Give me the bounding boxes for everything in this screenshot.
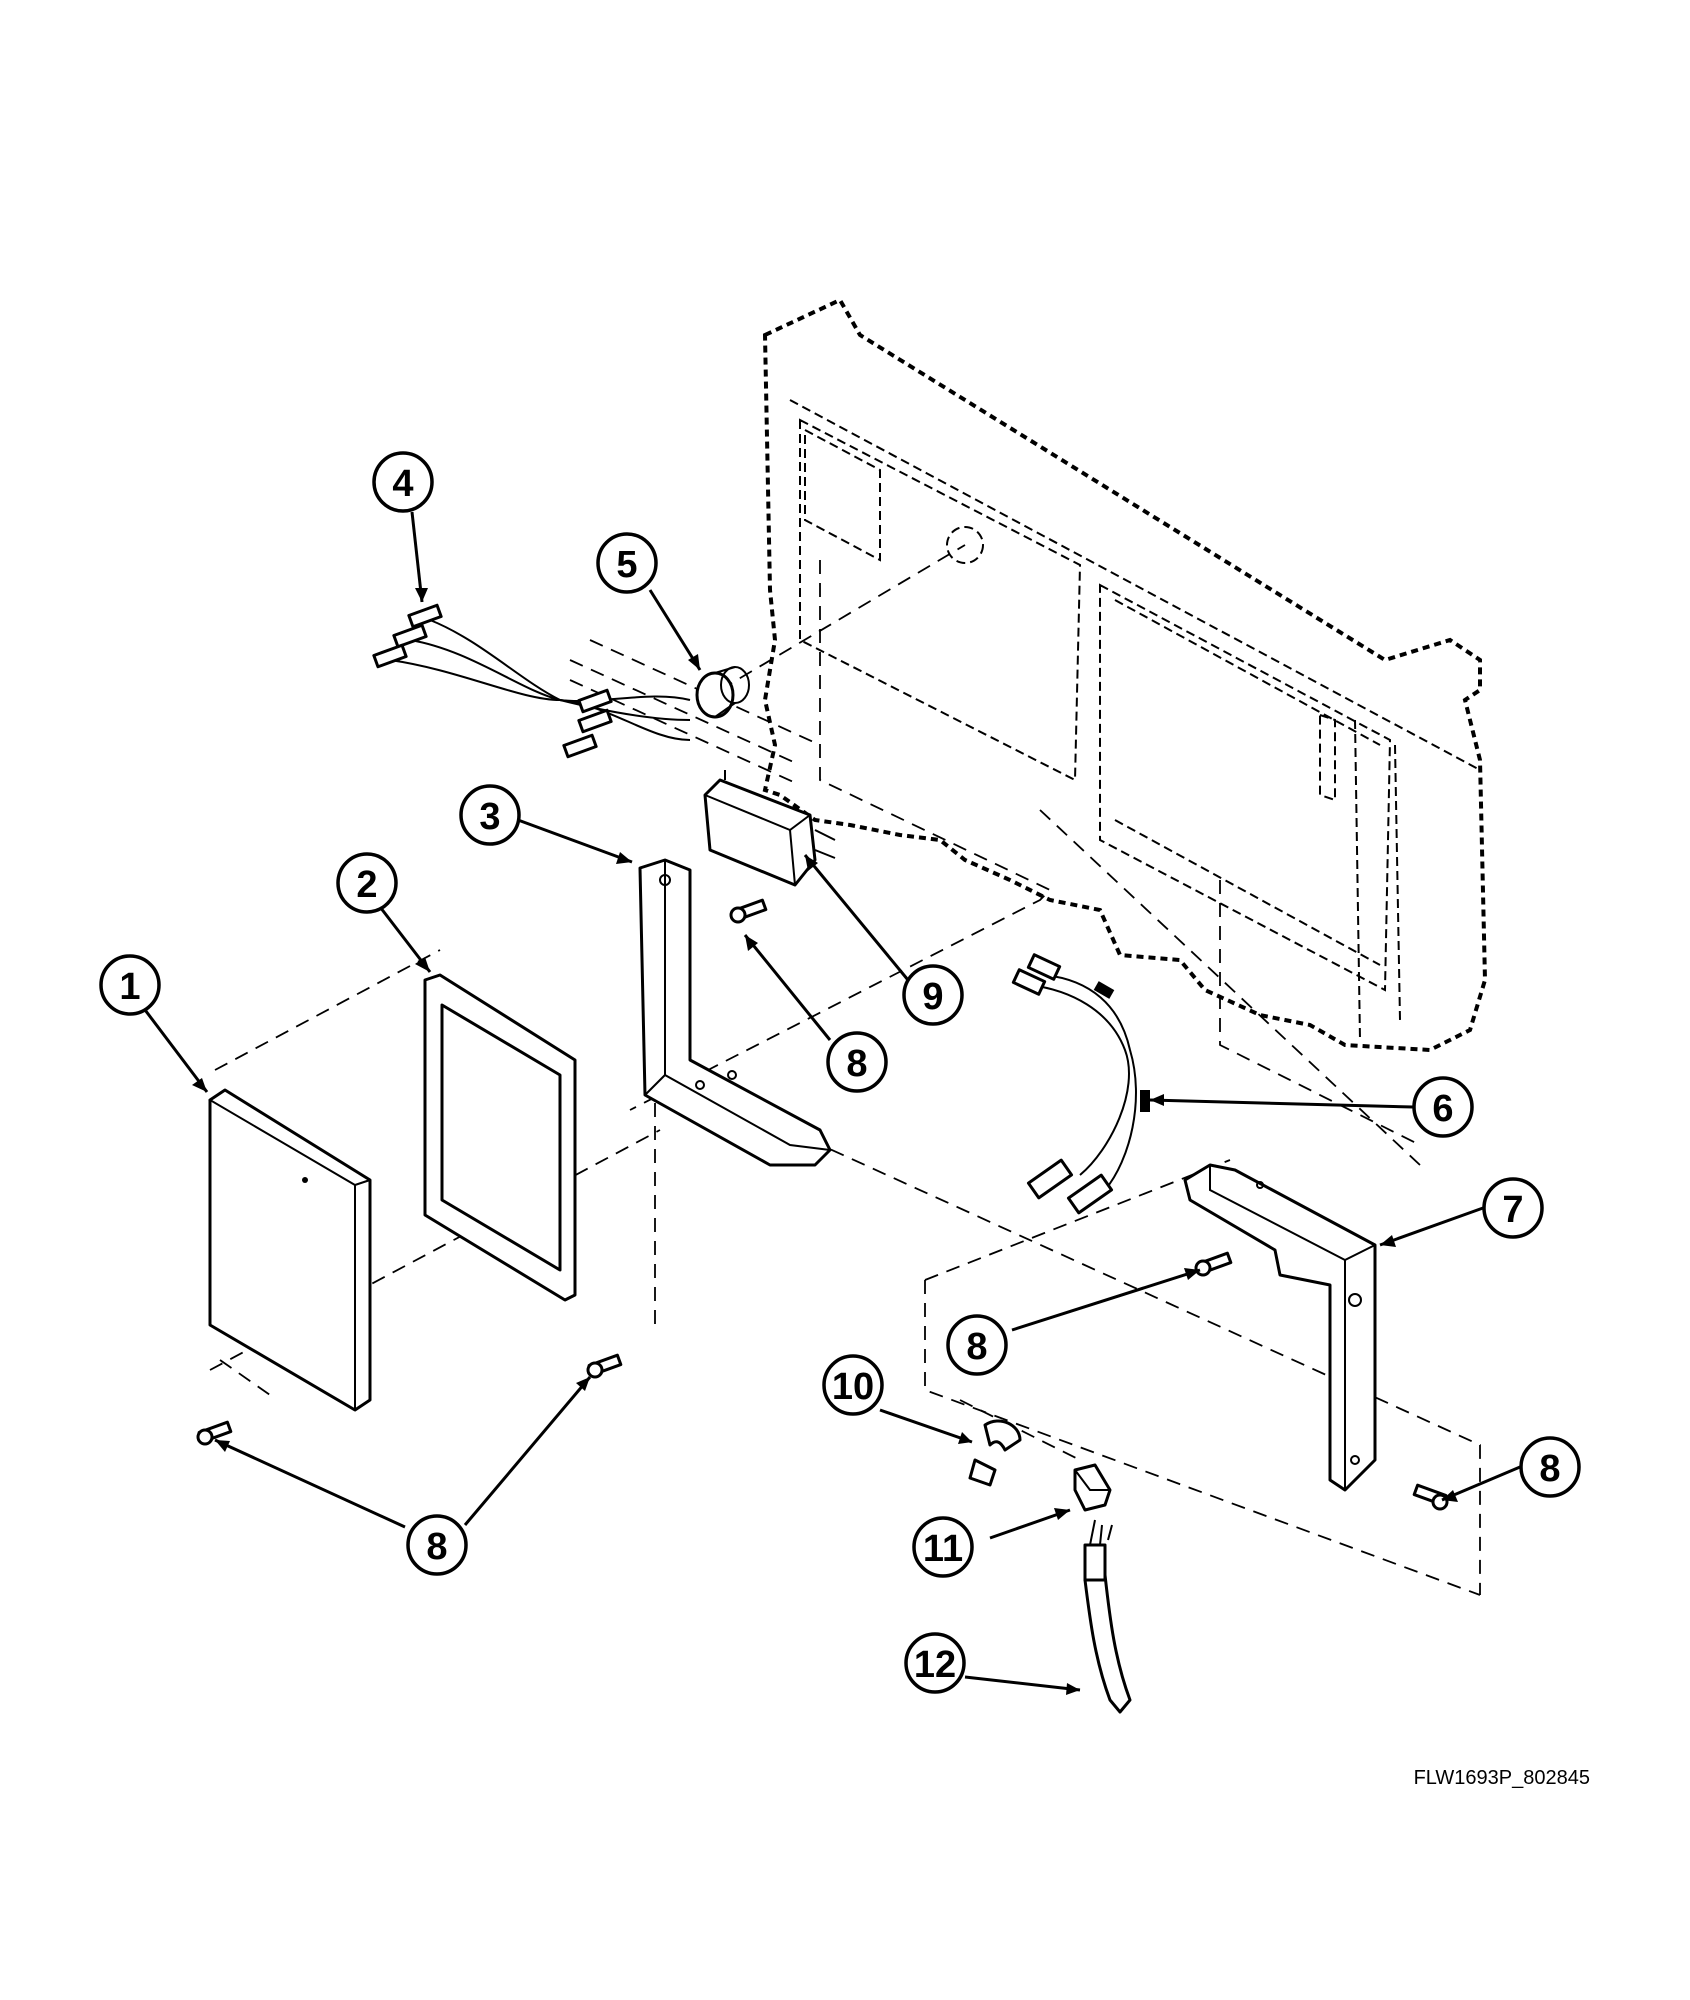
callout-label: 8 (1539, 1448, 1560, 1490)
part-10-cable-clamp (968, 1419, 1022, 1487)
callout-label: 1 (119, 966, 140, 1008)
callout-label: 10 (832, 1366, 874, 1408)
part-5-bushing (695, 666, 750, 719)
leader-lines (128, 511, 1521, 1695)
callout-label: 6 (1432, 1088, 1453, 1130)
screw-icon (729, 898, 768, 924)
part-12-power-cord (1083, 1519, 1132, 1714)
callout-8-filter-screw: 8 (826, 1031, 888, 1093)
callout-label: 12 (914, 1644, 956, 1686)
callout-label: 3 (479, 796, 500, 838)
callout-6: 6 (1412, 1076, 1474, 1138)
part-11-strain-relief (1073, 1463, 1112, 1512)
callout-4: 4 (372, 451, 434, 513)
part-6-y-harness (1011, 953, 1150, 1215)
callout-label: 5 (616, 544, 637, 586)
callout-label: 7 (1502, 1189, 1523, 1231)
part-9-line-filter (703, 770, 836, 887)
callout-12: 12 (904, 1632, 966, 1694)
cabinet-rear-panel (762, 297, 1488, 1053)
callout-1: 1 (99, 954, 161, 1016)
callout-label: 4 (392, 463, 413, 505)
callout-label: 2 (356, 864, 377, 906)
callout-5: 5 (596, 532, 658, 594)
callout-8-right-screw: 8 (1519, 1436, 1581, 1498)
callout-label: 8 (426, 1526, 447, 1568)
part-7-mounting-bracket (1183, 1163, 1377, 1492)
part-3-l-bracket (638, 858, 832, 1167)
callout-7: 7 (1482, 1177, 1544, 1239)
callout-11: 11 (912, 1516, 974, 1578)
callout-10: 10 (822, 1354, 884, 1416)
callout-8-bracket-screw: 8 (946, 1314, 1008, 1376)
callout-label: 8 (966, 1326, 987, 1368)
callout-label: 11 (923, 1528, 963, 1570)
screw-icon (196, 1420, 233, 1446)
screw-icon (586, 1353, 623, 1379)
screw-parts (196, 898, 1449, 1511)
part-1-cover-panel (208, 1088, 372, 1412)
callout-2: 2 (336, 852, 398, 914)
drawing-id: FLW1693P_802845 (1413, 1767, 1590, 1789)
callout-label: 9 (922, 976, 943, 1018)
callout-9: 9 (902, 964, 964, 1026)
screw-icon (1194, 1251, 1233, 1277)
callout-8-panel-screws: 8 (406, 1514, 468, 1576)
screw-icon (1412, 1483, 1449, 1511)
callout-label: 8 (846, 1043, 867, 1085)
callout-3: 3 (459, 784, 521, 846)
alignment-guides (209, 544, 1481, 1596)
part-4-wire-harness (372, 603, 691, 759)
part-2-frame-gasket (423, 973, 577, 1302)
